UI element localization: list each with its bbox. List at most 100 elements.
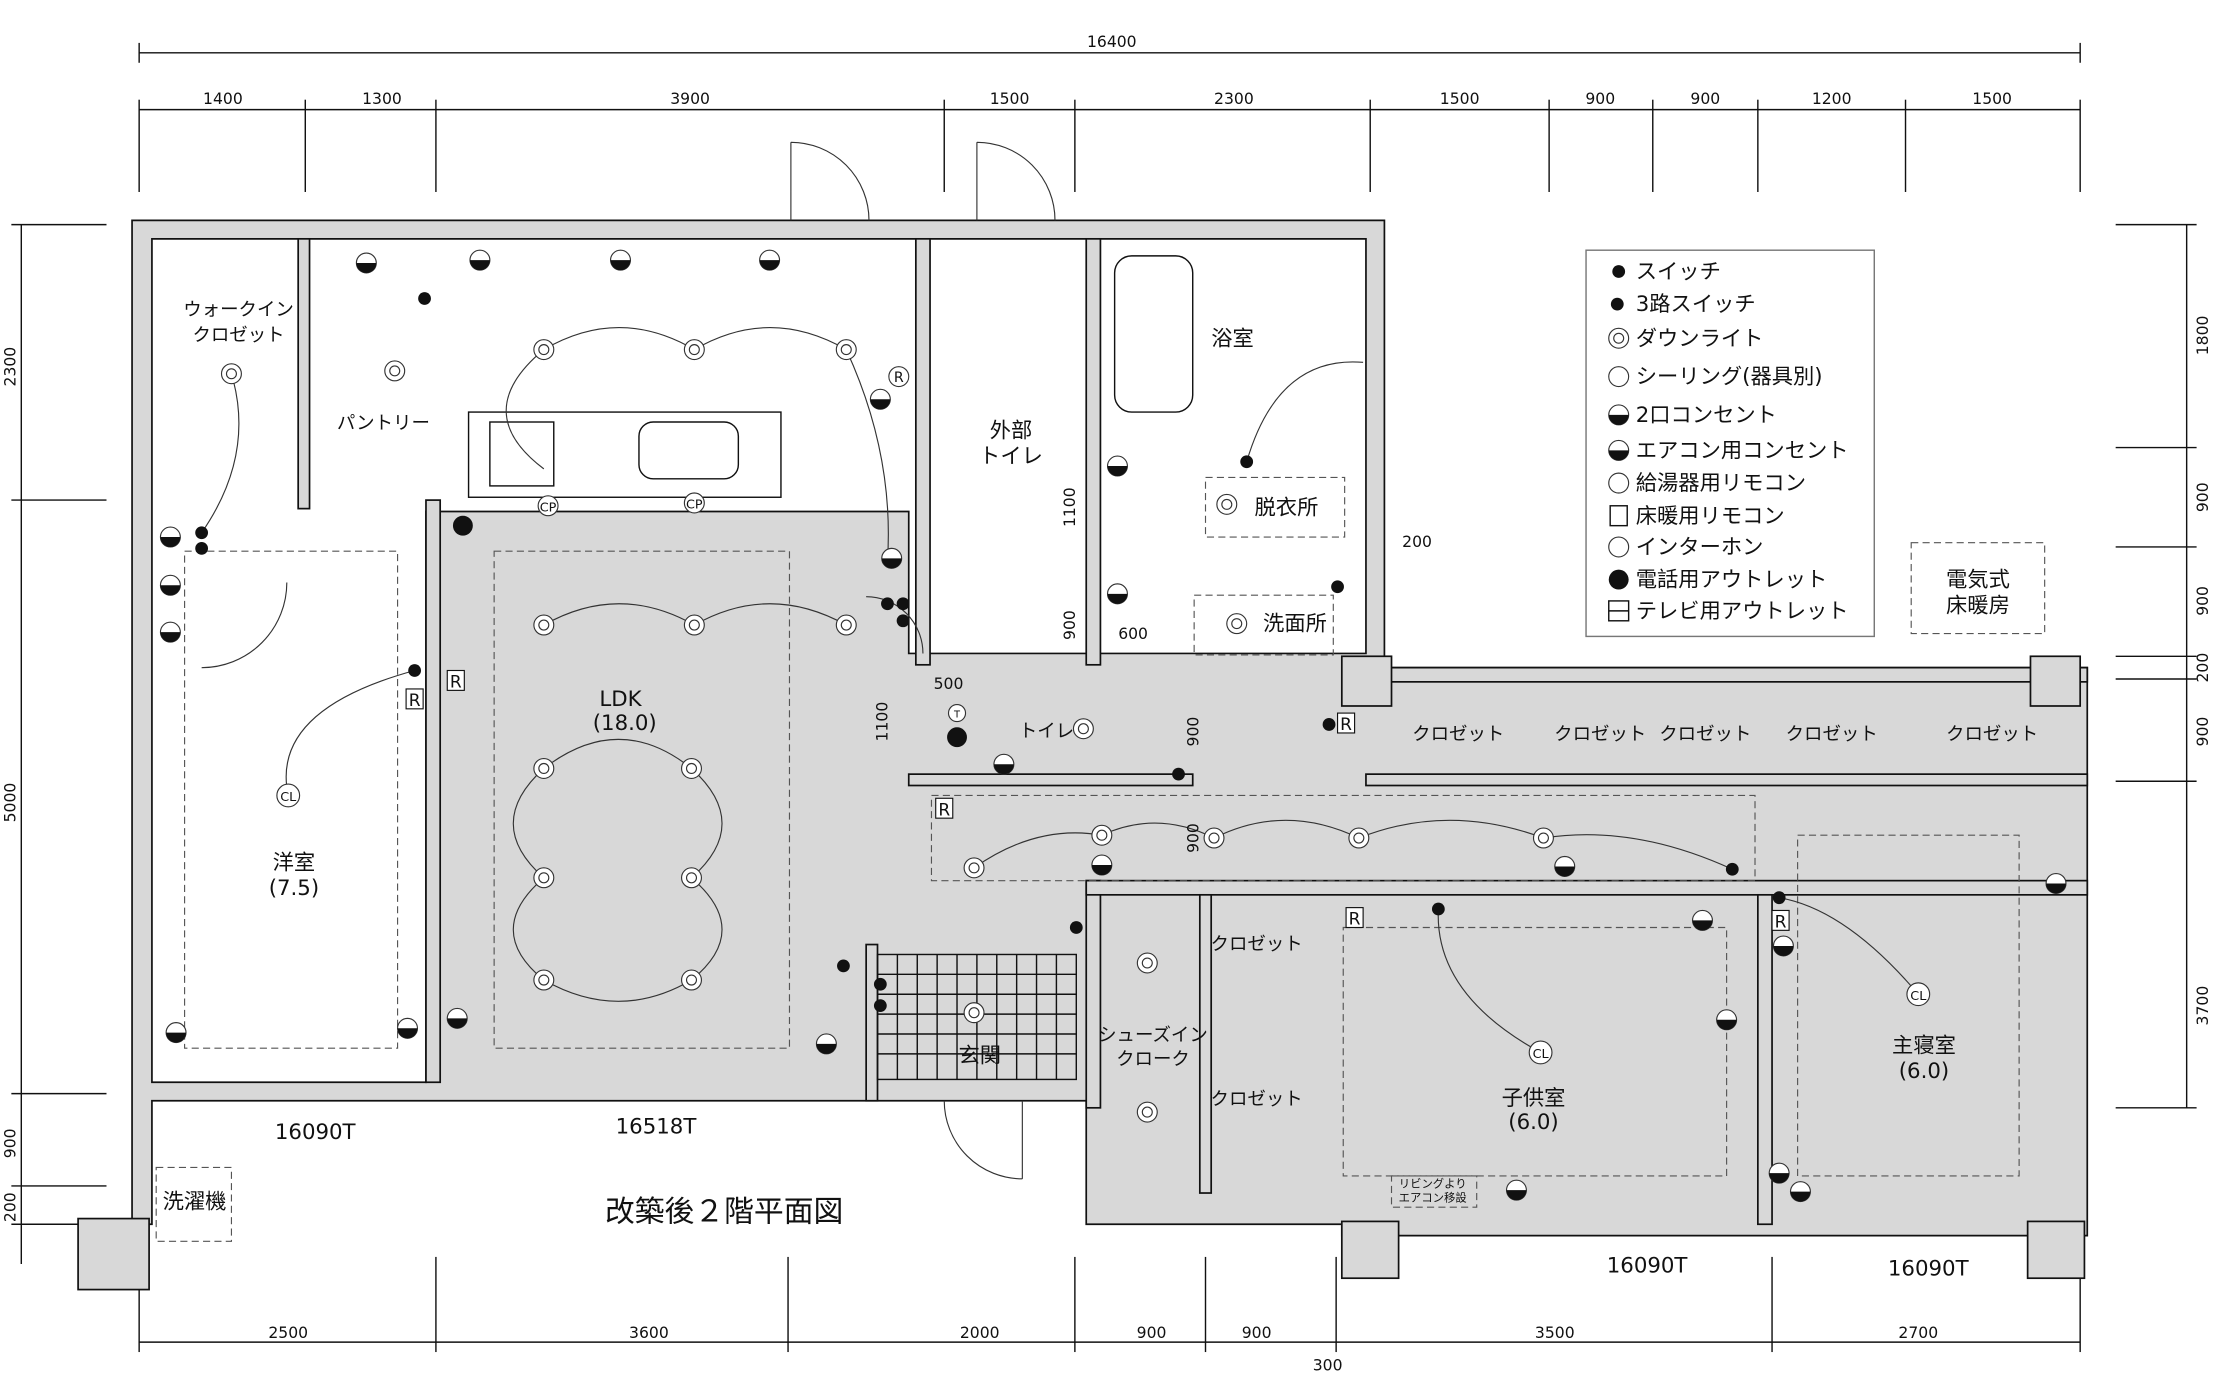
dim-left: 2300 bbox=[2, 347, 20, 387]
double-outlet-icon bbox=[1608, 404, 1630, 426]
r-label: R bbox=[1340, 715, 1352, 735]
downlight-icon bbox=[1608, 327, 1630, 349]
switch-icon bbox=[1725, 862, 1739, 876]
switch-icon bbox=[418, 292, 431, 305]
dim-top: 1400 bbox=[203, 90, 243, 108]
dim-left: 900 bbox=[2, 1128, 20, 1158]
room-closet: クロゼット bbox=[1211, 934, 1303, 955]
room-shoes-cloak-line2: クローク bbox=[1116, 1049, 1190, 1070]
dim-interior: 1100 bbox=[1061, 487, 1079, 527]
dim-top: 2300 bbox=[1214, 90, 1254, 108]
dim-bottom: 2500 bbox=[268, 1324, 308, 1342]
dim-top: 3900 bbox=[670, 90, 710, 108]
window-label: 16090T bbox=[275, 1120, 357, 1145]
floor-heating-remote-icon bbox=[1336, 712, 1356, 734]
legend-label: 床暖用リモコン bbox=[1636, 504, 1785, 529]
ac-outlet-icon bbox=[1608, 439, 1630, 461]
legend-label: 電話用アウトレット bbox=[1636, 568, 1828, 593]
room-walkin-closet-line2: クロゼット bbox=[192, 325, 284, 346]
dim-interior: 200 bbox=[1402, 533, 1432, 551]
dimension-lines bbox=[11, 42, 2197, 1353]
switch-icon bbox=[1772, 891, 1786, 905]
dim-right: 200 bbox=[2194, 653, 2212, 683]
legend-label: 3路スイッチ bbox=[1636, 292, 1756, 317]
room-shoes-cloak-line1: シューズイン bbox=[1098, 1025, 1208, 1046]
floor-heating-remote-icon bbox=[935, 797, 954, 819]
room-child: 子供室 bbox=[1502, 1086, 1566, 1111]
switch-icon bbox=[1612, 265, 1626, 278]
dim-top: 900 bbox=[1585, 90, 1615, 108]
switch-icon bbox=[1331, 580, 1344, 594]
cl-label: CL bbox=[280, 790, 297, 805]
dim-right: 1800 bbox=[2194, 316, 2212, 356]
switch-icon bbox=[881, 597, 894, 611]
room-ext-toilet-line1: 外部 bbox=[990, 419, 1033, 444]
cp-marker bbox=[537, 495, 559, 517]
intercom-icon bbox=[1608, 536, 1630, 558]
room-closet: クロゼット bbox=[1786, 724, 1878, 745]
dim-bottom: 3600 bbox=[629, 1324, 669, 1342]
floor-heating-remote-icon bbox=[405, 688, 424, 710]
t-label: T bbox=[953, 709, 961, 720]
dim-interior: 900 bbox=[1184, 823, 1202, 853]
phone-outlet-icon bbox=[947, 727, 967, 748]
room-master: 主寝室 bbox=[1892, 1033, 1956, 1058]
legend: スイッチ3路スイッチダウンライトシーリング(器具別)2口コンセントエアコン用コン… bbox=[1585, 249, 1875, 638]
legend-label: シーリング(器具別) bbox=[1636, 365, 1823, 390]
dim-left: 200 bbox=[2, 1192, 20, 1222]
switch-icon bbox=[1172, 767, 1185, 781]
dim-right: 900 bbox=[2194, 717, 2212, 747]
r-label: R bbox=[1775, 912, 1787, 932]
room-pantry: パントリー bbox=[337, 413, 430, 434]
dim-top: 1200 bbox=[1812, 90, 1852, 108]
walls bbox=[77, 219, 2089, 1291]
dim-bottom: 2000 bbox=[960, 1324, 1000, 1342]
r-label: R bbox=[938, 800, 950, 820]
room-toilet: トイレ bbox=[1019, 721, 1074, 742]
floor-heating-line2: 床暖房 bbox=[1946, 593, 2010, 618]
window-label: 16518T bbox=[616, 1114, 698, 1139]
plan-title: 改築後２階平面図 bbox=[605, 1194, 843, 1229]
phone-outlet-icon bbox=[452, 515, 473, 536]
window-label: 16090T bbox=[1607, 1254, 1689, 1279]
cl-label: CL bbox=[1910, 989, 1927, 1004]
floor-heating-line1: 電気式 bbox=[1946, 568, 2010, 593]
cp-label: CP bbox=[686, 498, 703, 513]
switch-icon bbox=[896, 597, 910, 611]
dim-bottom: 3500 bbox=[1535, 1324, 1575, 1342]
switch-icon bbox=[195, 526, 209, 540]
room-master-size: (6.0) bbox=[1899, 1059, 1949, 1084]
switch-icon bbox=[408, 664, 422, 677]
dim-left: 5000 bbox=[2, 783, 20, 823]
dim-overall: 16400 bbox=[1087, 33, 1137, 51]
dim-interior: 600 bbox=[1118, 625, 1148, 643]
ceiling-light-icon bbox=[276, 783, 301, 808]
room-bath: 浴室 bbox=[1211, 326, 1254, 351]
dim-interior: 900 bbox=[1184, 717, 1202, 747]
r-label: R bbox=[1349, 910, 1361, 930]
room-closet: クロゼット bbox=[1554, 724, 1646, 745]
room-closet: クロゼット bbox=[1412, 724, 1504, 745]
floor-heating-remote-icon bbox=[1771, 909, 1790, 931]
dim-bottom: 900 bbox=[1242, 1324, 1272, 1342]
note-ac-move-line1: リビングより bbox=[1399, 1176, 1467, 1190]
dim-bottom: 900 bbox=[1137, 1324, 1167, 1342]
switch-icon bbox=[1322, 718, 1336, 731]
note-ac-move-line2: エアコン移設 bbox=[1399, 1191, 1467, 1205]
dim-top: 1500 bbox=[1440, 90, 1480, 108]
dim-right: 3700 bbox=[2194, 986, 2212, 1026]
dim-right: 900 bbox=[2194, 482, 2212, 512]
legend-label: ダウンライト bbox=[1636, 326, 1764, 351]
floor-heating-remote-icon bbox=[446, 669, 465, 691]
legend-label: インターホン bbox=[1636, 535, 1764, 560]
switch-icon bbox=[873, 977, 887, 991]
r-label: R bbox=[450, 673, 462, 693]
room-child-size: (6.0) bbox=[1508, 1110, 1558, 1135]
legend-label: 給湯器用リモコン bbox=[1636, 471, 1806, 496]
dim-interior: 900 bbox=[1061, 610, 1079, 640]
floor-heating-remote-icon bbox=[1345, 907, 1364, 929]
legend-label: スイッチ bbox=[1636, 260, 1721, 285]
doors bbox=[201, 141, 1056, 1180]
